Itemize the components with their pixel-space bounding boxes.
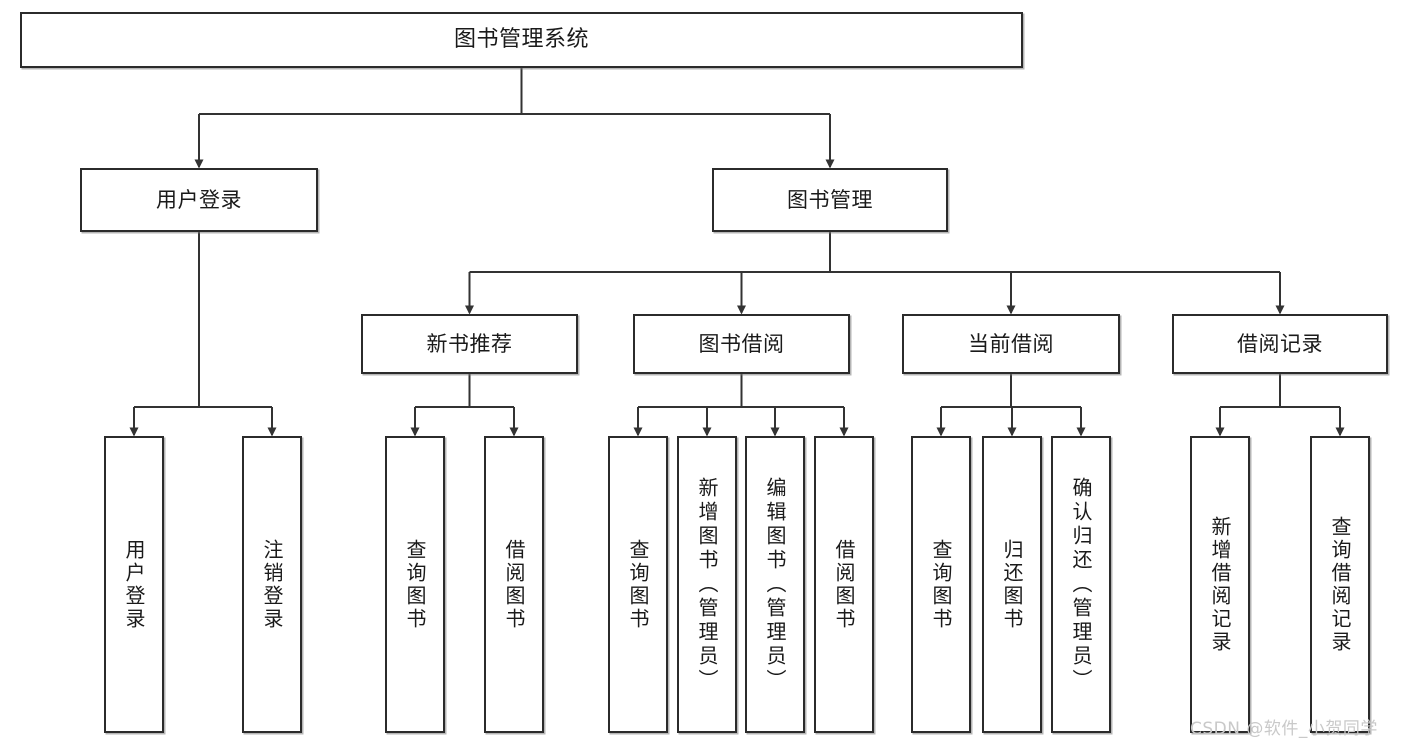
node-label: 新增图书（管理员）	[695, 476, 719, 693]
node-leaf-query-book-3[interactable]: 查询图书	[911, 436, 971, 733]
node-leaf-add-book[interactable]: 新增图书（管理员）	[677, 436, 737, 733]
node-label: 借阅图书	[502, 538, 526, 631]
node-leaf-query-book-1[interactable]: 查询图书	[385, 436, 445, 733]
node-label: 新书推荐	[426, 331, 513, 356]
node-leaf-user-login[interactable]: 用户登录	[104, 436, 164, 733]
node-label: 图书借阅	[698, 331, 785, 356]
node-label: 查询图书	[403, 538, 427, 631]
node-label: 归还图书	[1000, 538, 1024, 631]
node-leaf-logout[interactable]: 注销登录	[242, 436, 302, 733]
node-label: 注销登录	[260, 538, 284, 631]
node-label: 查询图书	[626, 538, 650, 631]
node-root[interactable]: 图书管理系统	[20, 12, 1023, 68]
node-borrow-record[interactable]: 借阅记录	[1172, 314, 1388, 374]
node-leaf-add-record[interactable]: 新增借阅记录	[1190, 436, 1250, 733]
node-label: 图书管理系统	[453, 27, 589, 53]
node-label: 查询图书	[929, 538, 953, 631]
node-current-borrow[interactable]: 当前借阅	[902, 314, 1120, 374]
node-label: 借阅图书	[832, 538, 856, 631]
node-leaf-query-book-2[interactable]: 查询图书	[608, 436, 668, 733]
node-label: 查询借阅记录	[1328, 515, 1352, 654]
node-label: 编辑图书（管理员）	[763, 476, 787, 693]
node-label: 用户登录	[122, 538, 146, 631]
node-label: 图书管理	[787, 187, 873, 212]
node-leaf-query-record[interactable]: 查询借阅记录	[1310, 436, 1370, 733]
edge-group	[129, 68, 1345, 437]
node-label: 当前借阅	[968, 331, 1054, 356]
node-leaf-return-book[interactable]: 归还图书	[982, 436, 1042, 733]
node-leaf-borrow-book-2[interactable]: 借阅图书	[814, 436, 874, 733]
node-new-book-rec[interactable]: 新书推荐	[361, 314, 578, 374]
node-book-manage[interactable]: 图书管理	[712, 168, 948, 232]
node-label: 用户登录	[156, 187, 242, 212]
node-leaf-confirm-return[interactable]: 确认归还（管理员）	[1051, 436, 1111, 733]
node-leaf-edit-book[interactable]: 编辑图书（管理员）	[745, 436, 805, 733]
node-leaf-borrow-book-1[interactable]: 借阅图书	[484, 436, 544, 733]
node-book-borrow[interactable]: 图书借阅	[633, 314, 850, 374]
node-user-login[interactable]: 用户登录	[80, 168, 318, 232]
node-label: 确认归还（管理员）	[1069, 476, 1093, 693]
csdn-watermark: CSDN @软件_小贺同学	[1190, 719, 1378, 739]
node-label: 新增借阅记录	[1208, 515, 1232, 654]
node-label: 借阅记录	[1237, 331, 1323, 356]
